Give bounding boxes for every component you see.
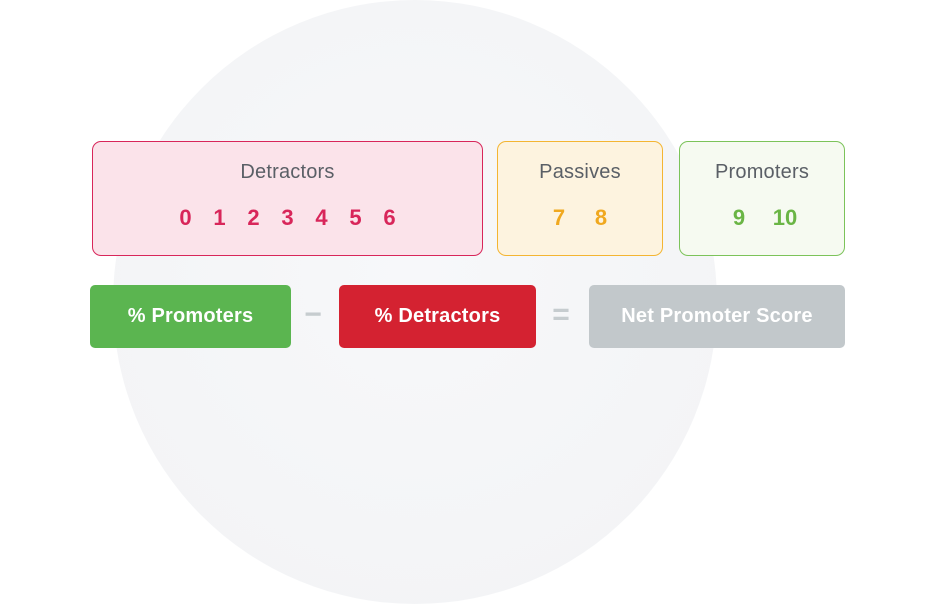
score-9: 9 [732, 205, 746, 230]
passives-group: Passives 7 8 [497, 141, 663, 256]
equals-operator: = [552, 298, 570, 331]
detractors-scores: 0 1 2 3 4 5 6 [93, 205, 482, 231]
promoters-title: Promoters [714, 161, 810, 183]
minus-operator: − [304, 298, 322, 331]
promoters-group: Promoters 9 10 [679, 141, 845, 256]
passives-scores: 7 8 [498, 205, 662, 231]
score-5: 5 [349, 205, 362, 230]
score-7: 7 [552, 205, 566, 230]
detractors-title: Detractors [240, 161, 335, 183]
score-6: 6 [383, 205, 396, 230]
score-8: 8 [594, 205, 608, 230]
score-3: 3 [281, 205, 294, 230]
score-1: 1 [213, 205, 226, 230]
detractors-group: Detractors 0 1 2 3 4 5 6 [92, 141, 483, 256]
score-10: 10 [772, 205, 798, 230]
net-promoter-score-pill: Net Promoter Score [589, 285, 845, 348]
score-4: 4 [315, 205, 328, 230]
promoters-scores: 9 10 [680, 205, 844, 231]
percent-detractors-pill: % Detractors [339, 285, 536, 348]
percent-promoters-pill: % Promoters [90, 285, 291, 348]
score-0: 0 [179, 205, 192, 230]
passives-title: Passives [539, 161, 621, 183]
score-2: 2 [247, 205, 260, 230]
